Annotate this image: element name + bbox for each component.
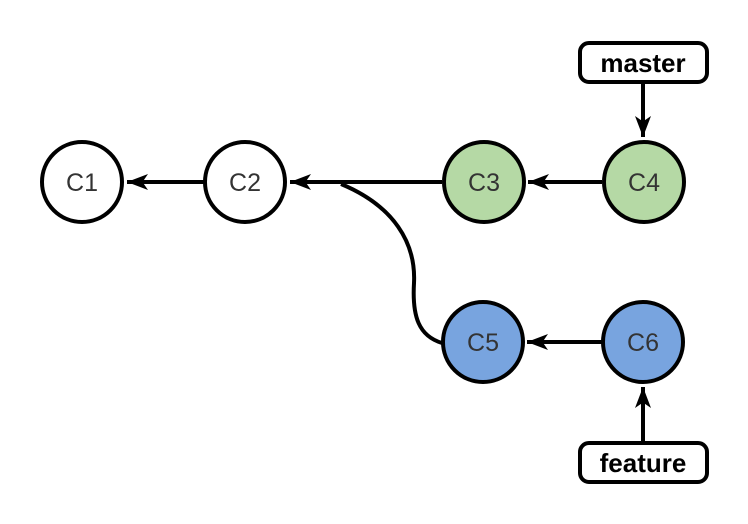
branch-name-feature: feature (600, 448, 687, 478)
branch-label-master: master (578, 41, 709, 84)
commit-node-c1: C1 (40, 140, 124, 224)
branch-box-feature (578, 441, 709, 484)
commit-label-c1: C1 (66, 169, 98, 197)
commit-node-c2: C2 (203, 140, 287, 224)
commit-circle-c2 (203, 140, 287, 224)
branch-box-master (578, 41, 709, 84)
commit-node-c3: C3 (442, 140, 526, 224)
commit-node-c6: C6 (601, 300, 685, 384)
commit-node-c5: C5 (441, 300, 525, 384)
edge-c5-to-c2-curve (340, 182, 443, 345)
branch-label-feature: feature (578, 441, 709, 484)
commit-label-c3: C3 (468, 169, 500, 197)
commit-circle-c6 (601, 300, 685, 384)
commit-circle-c5 (441, 300, 525, 384)
commit-circle-c4 (602, 140, 686, 224)
commit-circle-c3 (442, 140, 526, 224)
commit-circle-c1 (40, 140, 124, 224)
commit-label-c2: C2 (229, 169, 261, 197)
commit-node-c4: C4 (602, 140, 686, 224)
commit-label-c5: C5 (467, 329, 499, 357)
commit-label-c6: C6 (627, 329, 659, 357)
commit-label-c4: C4 (628, 169, 660, 197)
branch-name-master: master (600, 48, 685, 78)
